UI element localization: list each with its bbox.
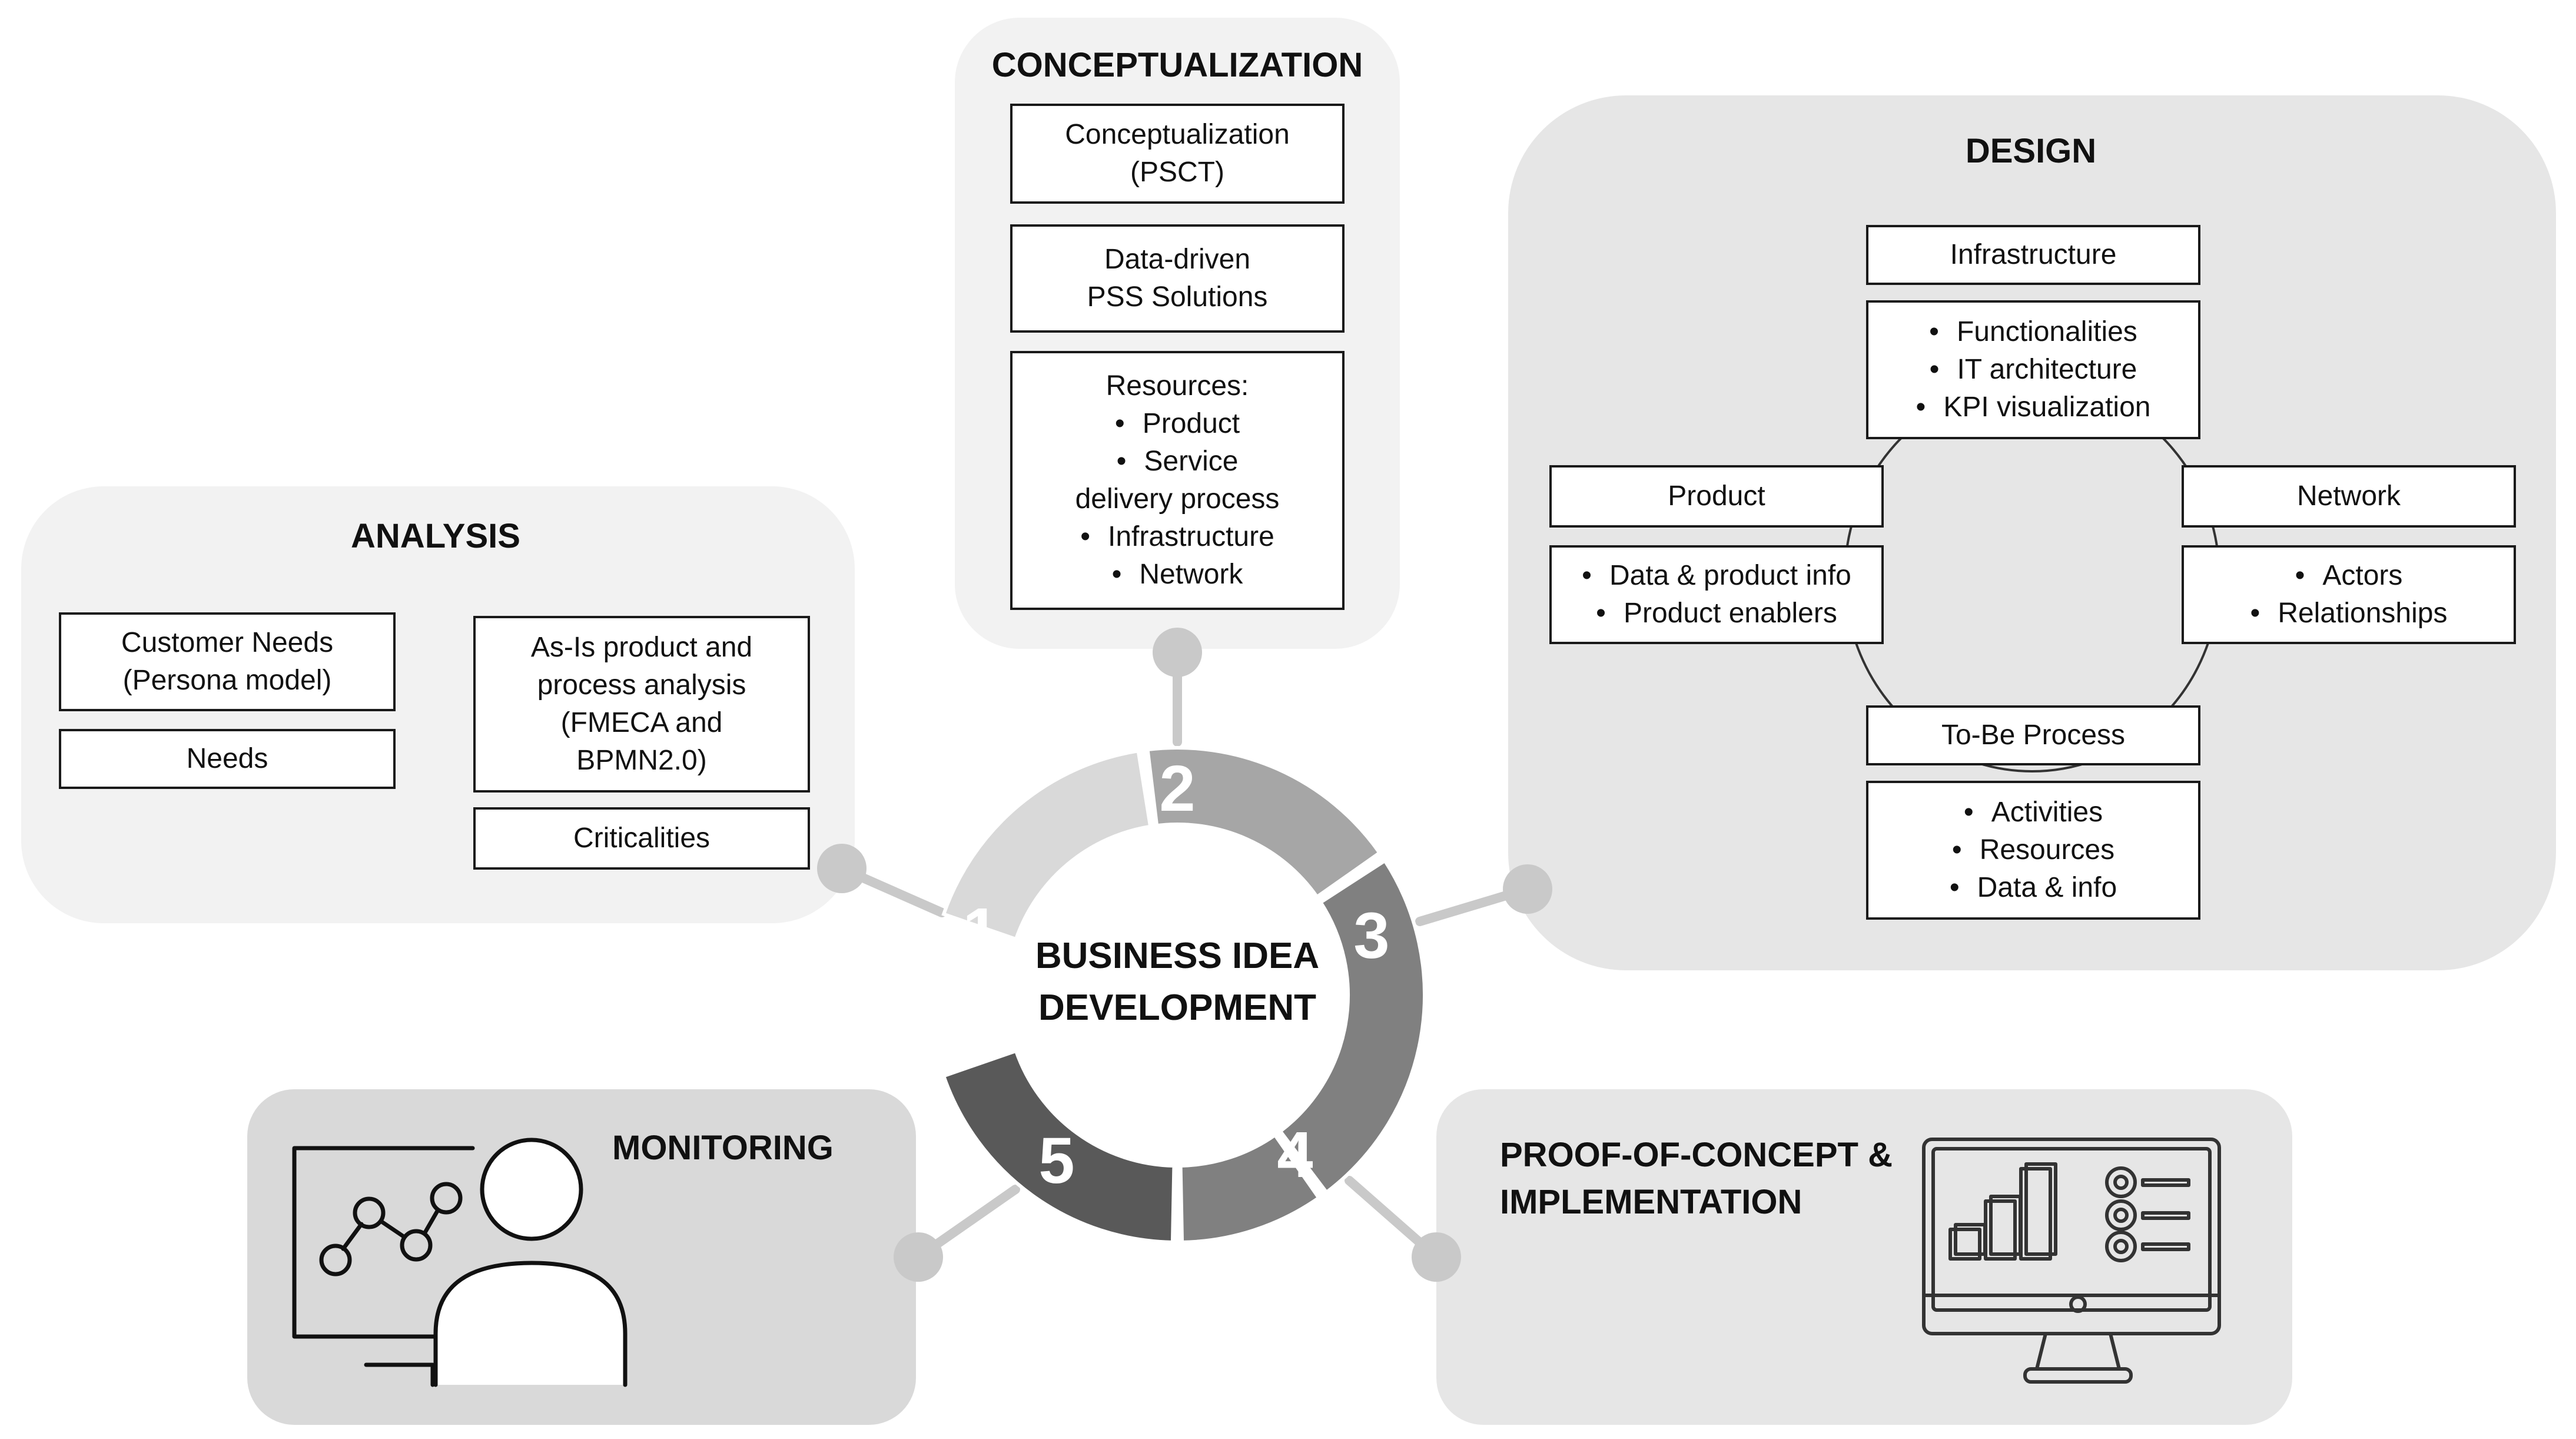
dot-analysis [817,844,867,893]
stage-donut [941,745,1426,1244]
tobe-item: Activities [1950,794,2117,831]
resource-item: Network [1048,556,1307,593]
tobe-item: Data & info [1950,869,2117,907]
network-items-list: Actors Relationships [2250,557,2448,632]
poc-title: PROOF-OF-CONCEPT & IMPLEMENTATION [1500,1136,1893,1221]
network-item: Actors [2250,557,2448,595]
psct-box: Conceptualization (PSCT) [1010,104,1345,204]
network-item: Relationships [2250,595,2447,632]
customer-needs-text: Customer Needs (Persona model) [121,627,334,696]
stage-number-3: 3 [1353,900,1390,972]
infrastructure-item: IT architecture [1916,351,2151,389]
design-title: DESIGN [1965,132,2097,170]
stage-number-5: 5 [1038,1125,1075,1197]
tobe-items-box: Activities Resources Data & info [1866,781,2200,920]
connector-dots [817,628,1552,1282]
infrastructure-header-text: Infrastructure [1950,239,2117,270]
infrastructure-items-list: Functionalities IT architecture KPI visu… [1916,313,2151,426]
criticalities-box: Criticalities [473,807,810,870]
computer-monitor-dashboard-icon [1922,1138,2221,1384]
pss-solutions-box: Data-driven PSS Solutions [1010,224,1345,333]
needs-box: Needs [59,729,396,789]
resources-label: Resources: [1106,370,1249,402]
product-header-text: Product [1668,480,1765,512]
product-items-box: Data & product info Product enablers [1549,545,1884,644]
network-header-box: Network [2182,465,2516,528]
dot-poc [1412,1232,1461,1282]
center-title: BUSINESS IDEA DEVELOPMENT [1035,936,1320,1028]
customer-needs-box: Customer Needs (Persona model) [59,612,396,711]
needs-text: Needs [186,743,268,774]
stage-number-4: 4 [1277,1119,1313,1191]
product-item: Product enablers [1582,595,1851,632]
design-panel [1508,95,2556,970]
stage-number-1: 1 [962,895,999,967]
dot-conceptualization [1153,628,1202,677]
analysis-title: ANALYSIS [351,517,520,555]
criticalities-text: Criticalities [573,823,711,854]
product-item: Data & product info [1582,557,1851,595]
stage-number-2: 2 [1159,752,1196,825]
network-items-box: Actors Relationships [2182,545,2516,644]
center-circle [1007,824,1348,1166]
poc-panel [1436,1089,2292,1425]
resources-list: Product Service delivery process Infrast… [1048,405,1307,593]
dot-design [1503,864,1552,914]
resources-box: Resources: Product Service delivery proc… [1010,351,1345,610]
resource-item: Service delivery process [1048,443,1307,518]
infrastructure-item: KPI visualization [1916,389,2150,426]
asis-analysis-text: As-Is product and process analysis (FMEC… [530,632,753,776]
network-header-text: Network [2296,480,2401,512]
tobe-header-box: To-Be Process [1866,705,2200,765]
product-header-box: Product [1549,465,1884,528]
infrastructure-header-box: Infrastructure [1866,225,2200,285]
product-items-list: Data & product info Product enablers [1582,557,1851,632]
pss-solutions-text: Data-driven PSS Solutions [1087,244,1268,313]
asis-analysis-box: As-Is product and process analysis (FMEC… [473,616,810,793]
monitoring-title: MONITORING [612,1129,834,1167]
resource-item: Product [1048,405,1307,443]
infrastructure-items-box: Functionalities IT architecture KPI visu… [1866,300,2200,439]
tobe-item: Resources [1950,831,2117,869]
infrastructure-item: Functionalities [1916,313,2151,351]
person-presenting-chart-icon [292,1138,628,1387]
psct-text: Conceptualization (PSCT) [1065,119,1290,188]
tobe-items-list: Activities Resources Data & info [1950,794,2117,907]
resource-item: Infrastructure [1048,518,1307,556]
dot-monitoring [894,1232,943,1282]
conceptualization-title: CONCEPTUALIZATION [991,46,1363,84]
tobe-header-text: To-Be Process [1941,720,2126,751]
monitoring-panel [247,1089,916,1425]
